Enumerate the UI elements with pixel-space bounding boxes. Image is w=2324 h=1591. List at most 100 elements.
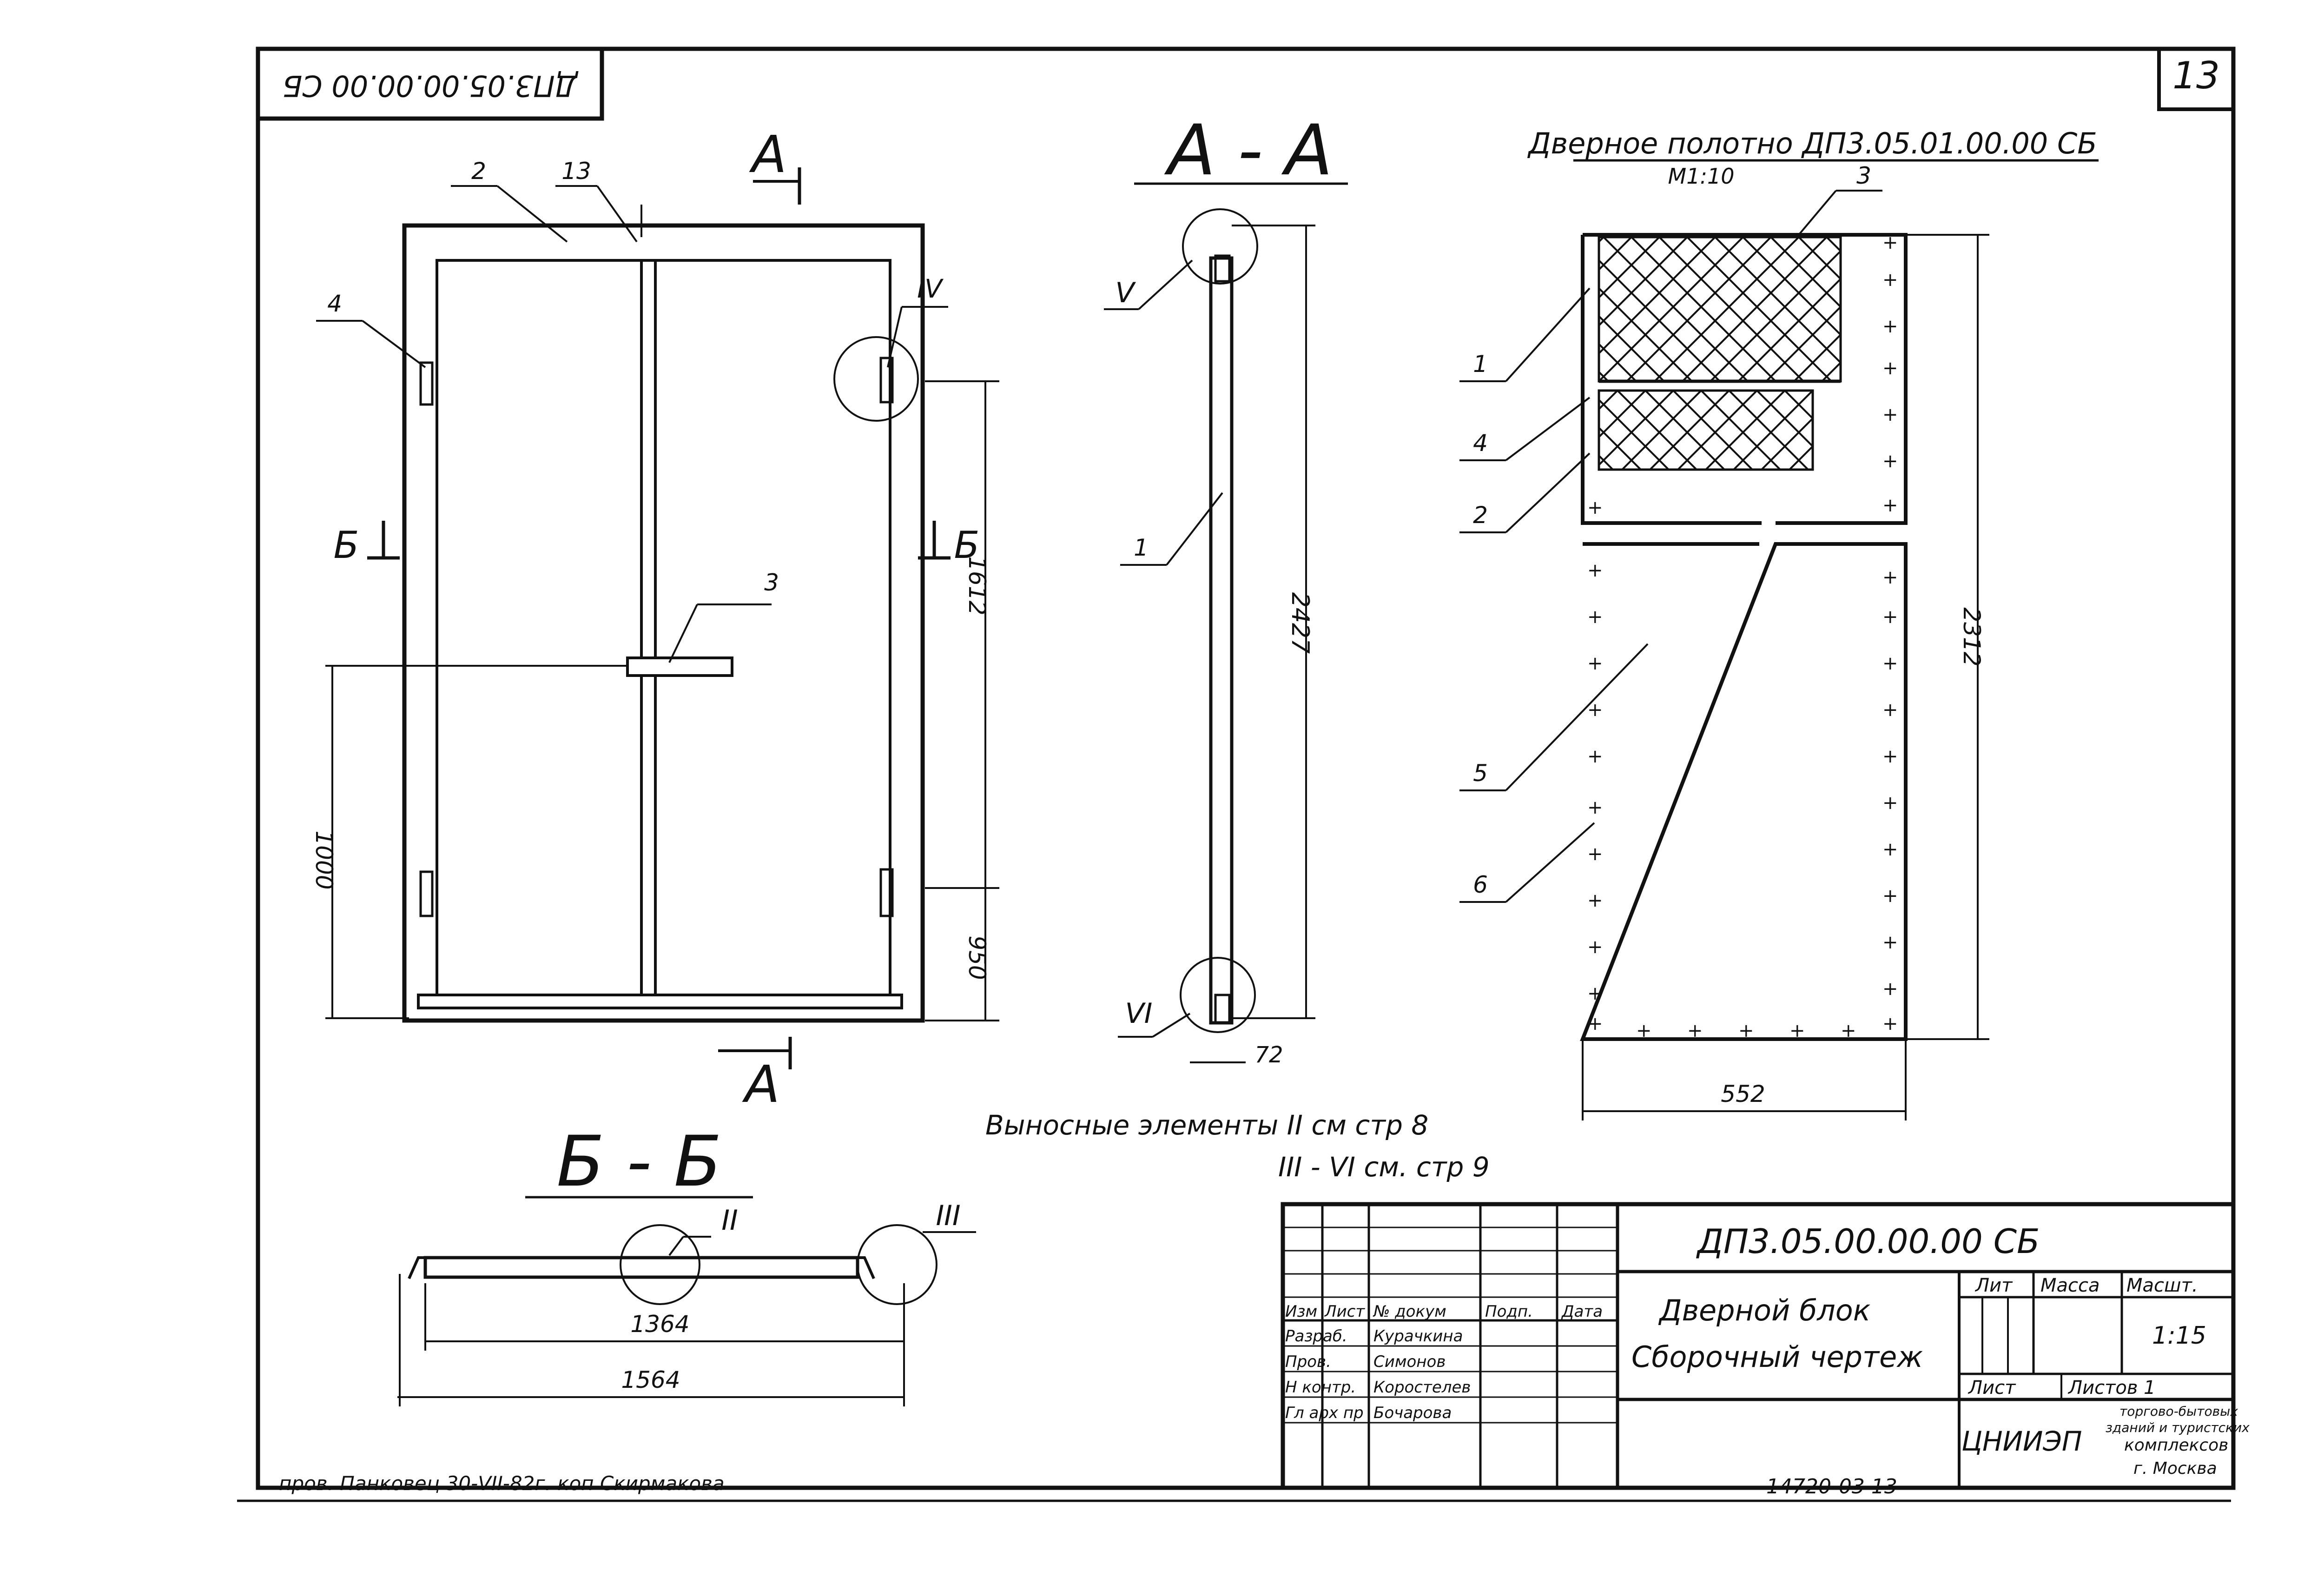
footer-right: 14720-03 13 bbox=[1766, 1475, 1897, 1498]
section-aa-view bbox=[1104, 208, 1315, 1063]
svg-text:Разраб.: Разраб. bbox=[1285, 1327, 1347, 1346]
callout-VI: VI bbox=[1125, 997, 1153, 1030]
svg-text:Курачкина: Курачкина bbox=[1373, 1327, 1463, 1346]
svg-text:+: + bbox=[1841, 1020, 1856, 1041]
svg-text:+: + bbox=[1882, 232, 1898, 253]
svg-text:+: + bbox=[1587, 1013, 1603, 1034]
leaf-title: Дверное полотно ДП3.05.01.00.00 СБ bbox=[1527, 126, 2097, 160]
svg-text:+: + bbox=[1738, 1020, 1754, 1041]
svg-text:+: + bbox=[1882, 606, 1898, 628]
svg-text:+: + bbox=[1587, 653, 1603, 674]
svg-text:+: + bbox=[1587, 983, 1603, 1004]
svg-text:Коростелев: Коростелев bbox=[1373, 1378, 1471, 1397]
svg-text:+: + bbox=[1882, 404, 1898, 425]
svg-text:+: + bbox=[1882, 885, 1898, 907]
title-block-mass: Масса bbox=[2040, 1275, 2100, 1296]
callout-3: 3 bbox=[764, 569, 779, 596]
dim-2312: 2312 bbox=[1958, 607, 1985, 666]
title-block-org-desc-3: комплексов bbox=[2124, 1436, 2228, 1455]
front-view-leaders bbox=[316, 167, 951, 1069]
leaf-screw-marks: +++ +++ +++ +++ +++ +++ +++ +++ +++ +++ … bbox=[1587, 232, 1898, 1041]
svg-text:Подп.: Подп. bbox=[1485, 1302, 1533, 1321]
title-block-sheets-label: Листов 1 bbox=[2067, 1377, 2156, 1399]
svg-text:Гл арх пр: Гл арх пр bbox=[1285, 1404, 1364, 1422]
leaf-view bbox=[1459, 190, 1989, 1120]
dim-2427: 2427 bbox=[1286, 592, 1314, 654]
svg-text:+: + bbox=[1882, 792, 1898, 814]
svg-text:Симонов: Симонов bbox=[1373, 1352, 1446, 1371]
leaf-callout-2: 2 bbox=[1473, 502, 1488, 529]
title-block-org-desc-2: зданий и туристских bbox=[2106, 1420, 2250, 1435]
svg-text:+: + bbox=[1636, 1020, 1652, 1041]
callout-IV: IV bbox=[917, 274, 944, 304]
callout-III: III bbox=[936, 1200, 960, 1232]
dim-1000: 1000 bbox=[310, 830, 337, 889]
svg-text:Бочарова: Бочарова bbox=[1373, 1404, 1452, 1422]
title-block-code: ДП3.05.00.00.00 СБ bbox=[1696, 1222, 2040, 1261]
leaf-scale: М1:10 bbox=[1668, 164, 1735, 189]
section-bb-view bbox=[397, 1224, 976, 1406]
svg-text:+: + bbox=[1882, 839, 1898, 860]
svg-text:+: + bbox=[1882, 699, 1898, 721]
svg-text:+: + bbox=[1789, 1020, 1805, 1041]
leaf-callout-4: 4 bbox=[1473, 430, 1488, 457]
dim-72: 72 bbox=[1254, 1042, 1283, 1068]
callout-2: 2 bbox=[471, 158, 486, 185]
callout-II: II bbox=[721, 1204, 738, 1237]
svg-text:+: + bbox=[1587, 606, 1603, 628]
front-view bbox=[402, 223, 925, 1023]
svg-text:+: + bbox=[1882, 358, 1898, 379]
svg-text:+: + bbox=[1587, 746, 1603, 767]
svg-text:+: + bbox=[1587, 843, 1603, 865]
note-line-2: III - VI см. стр 9 bbox=[1278, 1151, 1490, 1183]
section-b-right-label: Б bbox=[954, 524, 980, 567]
dim-1564: 1564 bbox=[621, 1366, 680, 1393]
title-block-org: ЦНИИЭП bbox=[1961, 1425, 2082, 1457]
svg-text:+: + bbox=[1882, 495, 1898, 516]
svg-text:+: + bbox=[1587, 797, 1603, 818]
leaf-callout-3: 3 bbox=[1856, 162, 1871, 189]
callout-1-aa: 1 bbox=[1134, 534, 1149, 561]
svg-text:+: + bbox=[1587, 699, 1603, 721]
sheet-frame bbox=[237, 46, 2236, 1502]
section-b-left-label: Б bbox=[334, 524, 359, 567]
callout-4: 4 bbox=[327, 290, 342, 317]
svg-text:+: + bbox=[1882, 1013, 1898, 1034]
title-block-lit: Лит bbox=[1974, 1275, 2013, 1296]
svg-text:+: + bbox=[1587, 497, 1603, 518]
front-view-dimensions bbox=[325, 380, 999, 1021]
svg-text:Изм: Изм bbox=[1285, 1302, 1317, 1321]
section-bb-title: Б - Б bbox=[556, 1121, 721, 1202]
title-block-headers: Изм Лист № докум Подп. Дата bbox=[1285, 1302, 1603, 1321]
svg-text:Н контр.: Н контр. bbox=[1285, 1378, 1356, 1397]
title-block-names: Курачкина Симонов Коростелев Бочарова bbox=[1373, 1327, 1471, 1422]
title-block-scale-value: 1:15 bbox=[2152, 1322, 2206, 1350]
svg-text:№ докум: № докум bbox=[1373, 1302, 1446, 1321]
dim-950: 950 bbox=[964, 935, 990, 980]
title-block-sheet-label: Лист bbox=[1967, 1377, 2016, 1399]
svg-text:+: + bbox=[1882, 978, 1898, 1000]
leaf-callout-6: 6 bbox=[1473, 871, 1488, 898]
title-block bbox=[1281, 1202, 2236, 1490]
svg-text:+: + bbox=[1882, 269, 1898, 291]
svg-text:+: + bbox=[1687, 1020, 1703, 1041]
svg-text:+: + bbox=[1882, 451, 1898, 472]
title-block-org-desc-4: г. Москва bbox=[2133, 1459, 2217, 1478]
leaf-callout-1: 1 bbox=[1473, 351, 1488, 378]
svg-text:Пров.: Пров. bbox=[1285, 1352, 1331, 1371]
footer-left: пров. Панковец 30-VII-82г. коп Скирмаков… bbox=[279, 1472, 725, 1495]
title-block-name-2: Сборочный чертеж bbox=[1631, 1340, 1923, 1374]
section-a-top-label: А bbox=[749, 125, 786, 184]
svg-text:+: + bbox=[1882, 932, 1898, 953]
svg-text:Лист: Лист bbox=[1324, 1302, 1365, 1321]
title-block-name-1: Дверной блок bbox=[1658, 1293, 1871, 1327]
page-number-box: 13 bbox=[2157, 47, 2235, 111]
leaf-callout-5: 5 bbox=[1473, 760, 1488, 787]
stamp-box: ДП3.05.00.00.00 СБ bbox=[256, 46, 604, 121]
svg-text:+: + bbox=[1587, 890, 1603, 911]
page-number: 13 bbox=[2172, 54, 2220, 97]
callout-13: 13 bbox=[561, 158, 591, 185]
svg-text:+: + bbox=[1587, 560, 1603, 581]
dim-552: 552 bbox=[1721, 1081, 1765, 1107]
